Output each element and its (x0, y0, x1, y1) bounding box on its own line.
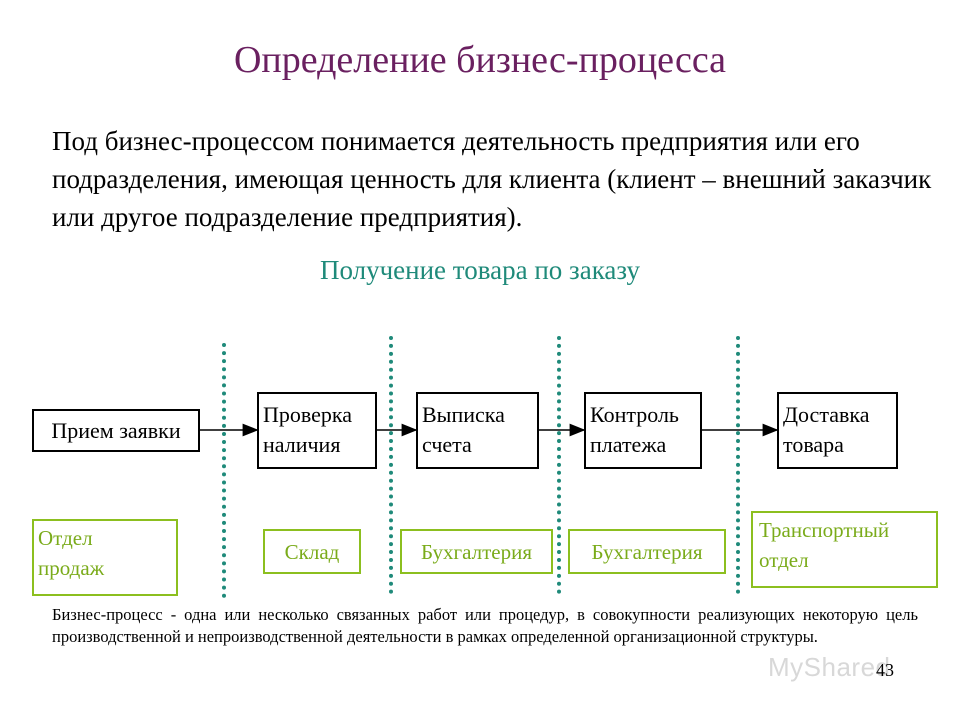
step-label-line1: Выписка (422, 402, 505, 427)
dept-accounting-1: Бухгалтерия (400, 529, 553, 574)
step-label-line2: счета (422, 432, 472, 457)
page-number: 43 (876, 660, 894, 680)
watermark-logo: MyShared (768, 652, 891, 682)
step-check-availability: Проверка наличия (257, 392, 377, 469)
slide-title: Определение бизнес-процесса (233, 39, 727, 81)
dept-label-line1: Транспортный (759, 518, 890, 542)
step-label-line2: товара (783, 432, 844, 457)
dept-label-line1: Отдел (38, 526, 93, 550)
step-issue-invoice: Выписка счета (416, 392, 539, 469)
diagram-title: Получение товара по заказу (0, 255, 960, 286)
dept-label-line2: отдел (759, 548, 809, 572)
divider-3 (557, 336, 561, 594)
divider-2 (389, 336, 393, 594)
dept-label: Бухгалтерия (591, 539, 703, 564)
dept-warehouse: Склад (263, 529, 361, 574)
footer-definition: Бизнес-процесс - одна или несколько связ… (52, 605, 918, 646)
step-receive-order: Прием заявки (32, 409, 200, 452)
dept-label: Бухгалтерия (420, 539, 533, 564)
step-label-line1: Доставка (783, 402, 870, 427)
dept-accounting-2: Бухгалтерия (568, 529, 726, 574)
step-payment-control: Контроль платежа (584, 392, 702, 469)
step-label-line2: наличия (263, 432, 341, 457)
dept-transport: Транспортный отдел (751, 511, 938, 588)
divider-4 (736, 336, 740, 594)
step-delivery: Доставка товара (777, 392, 898, 469)
step-label: Прием заявки (51, 417, 181, 443)
dept-sales: Отдел продаж (32, 519, 178, 596)
dept-label-line2: продаж (38, 556, 105, 580)
step-label-line2: платежа (590, 432, 667, 457)
step-label-line1: Контроль (590, 402, 679, 427)
step-label-line1: Проверка (263, 402, 353, 427)
dept-label: Склад (284, 539, 340, 564)
diagram-title-text: Получение товара по заказу (319, 255, 640, 285)
definition-text: Под бизнес-процессом понимается деятельн… (52, 126, 932, 232)
divider-1 (222, 343, 226, 598)
